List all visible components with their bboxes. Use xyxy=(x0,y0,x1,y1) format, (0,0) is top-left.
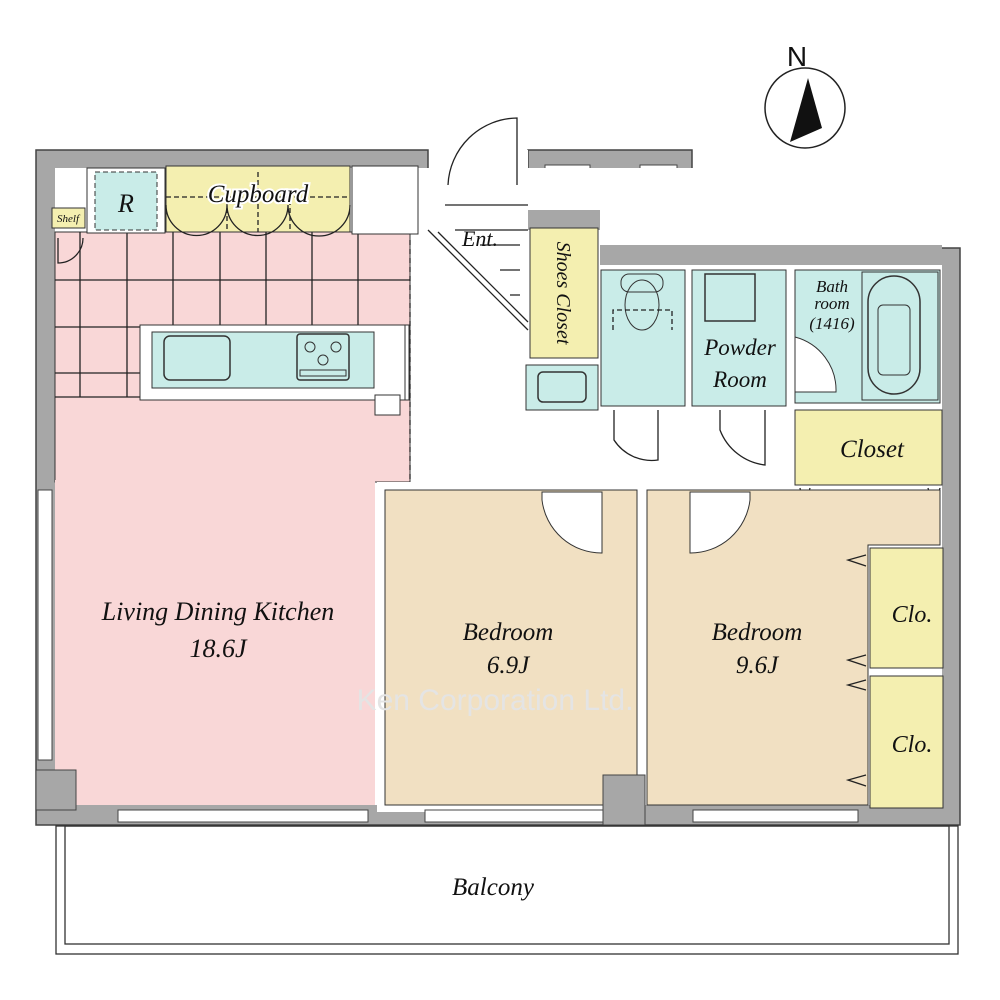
door-swing-icon xyxy=(689,491,751,554)
room-refrigerator: R xyxy=(94,171,158,231)
compass: N xyxy=(764,41,846,149)
bathroom-label-1: Bath xyxy=(816,277,848,296)
washer-pan-icon xyxy=(704,273,756,322)
wall-segment xyxy=(600,245,942,265)
bathroom-label-3: (1416) xyxy=(809,314,855,333)
bedroom2-name: Bedroom xyxy=(712,619,803,646)
bedroom1-size: 6.9J xyxy=(487,652,531,679)
window-left xyxy=(37,489,53,761)
kitchen-counter xyxy=(139,324,410,416)
entry-door-icon xyxy=(447,117,518,186)
powder-room-label-2: Room xyxy=(712,367,767,392)
ldk-size: 18.6J xyxy=(189,634,248,663)
door-swing-icon xyxy=(613,410,659,462)
shoes-closet-label: Shoes Closet xyxy=(552,242,574,345)
cupboard-label: Cupboard xyxy=(208,181,309,208)
storage-box xyxy=(351,165,419,235)
bedroom1-name: Bedroom xyxy=(463,619,554,646)
windows-south xyxy=(117,809,859,823)
entrance-label: Ent. xyxy=(461,226,498,251)
watermark: Ken Corporation Ltd. xyxy=(357,684,634,717)
balcony-label: Balcony xyxy=(452,874,535,901)
door-swing-icon xyxy=(719,410,766,466)
ldk-name: Living Dining Kitchen xyxy=(101,597,335,626)
room-shoes-closet: Shoes Closet xyxy=(529,227,599,359)
clo1-label: Clo. xyxy=(892,602,933,628)
compass-north-label: N xyxy=(787,41,807,72)
bathroom-label-2: room xyxy=(814,294,849,313)
room-bedroom-1: Bedroom 6.9J xyxy=(377,482,639,812)
door-swing-icon xyxy=(541,491,603,554)
wall-corner xyxy=(35,769,77,811)
entrance: Ent. xyxy=(427,117,529,331)
bedroom2-size: 9.6J xyxy=(736,652,780,679)
kitchen-sink-icon xyxy=(163,335,231,381)
refrigerator-label: R xyxy=(117,189,134,218)
room-cupboard: Cupboard xyxy=(165,165,351,237)
room-powder: Powder Room xyxy=(691,269,787,466)
room-bedroom-2: Bedroom 9.6J xyxy=(646,489,941,806)
room-toilet xyxy=(600,269,686,462)
north-arrow-icon xyxy=(790,78,822,142)
balcony: Balcony xyxy=(55,825,959,955)
floor-tiles xyxy=(55,232,411,480)
basin-icon xyxy=(537,371,587,403)
room-shelf: Shelf xyxy=(51,207,86,264)
shelf-label: Shelf xyxy=(57,213,81,225)
room-bathroom: Bath room (1416) xyxy=(794,269,941,404)
room-ldk: Living Dining Kitchen 18.6J xyxy=(35,231,411,811)
room-clo-2: Clo. xyxy=(869,675,944,809)
powder-room-label-1: Powder xyxy=(703,335,777,360)
clo2-label: Clo. xyxy=(892,732,933,758)
wall-column xyxy=(602,774,646,826)
wash-basin xyxy=(525,364,599,411)
toilet-icon xyxy=(624,279,660,331)
stove-icon xyxy=(296,333,350,381)
room-clo-1: Clo. xyxy=(869,547,944,669)
entrance-porch xyxy=(445,150,528,210)
door-swing-icon xyxy=(794,336,837,393)
door-swing-icon xyxy=(57,237,84,264)
wall-segment xyxy=(528,210,600,230)
bathtub-icon xyxy=(867,275,921,395)
closet-label: Closet xyxy=(840,436,905,463)
